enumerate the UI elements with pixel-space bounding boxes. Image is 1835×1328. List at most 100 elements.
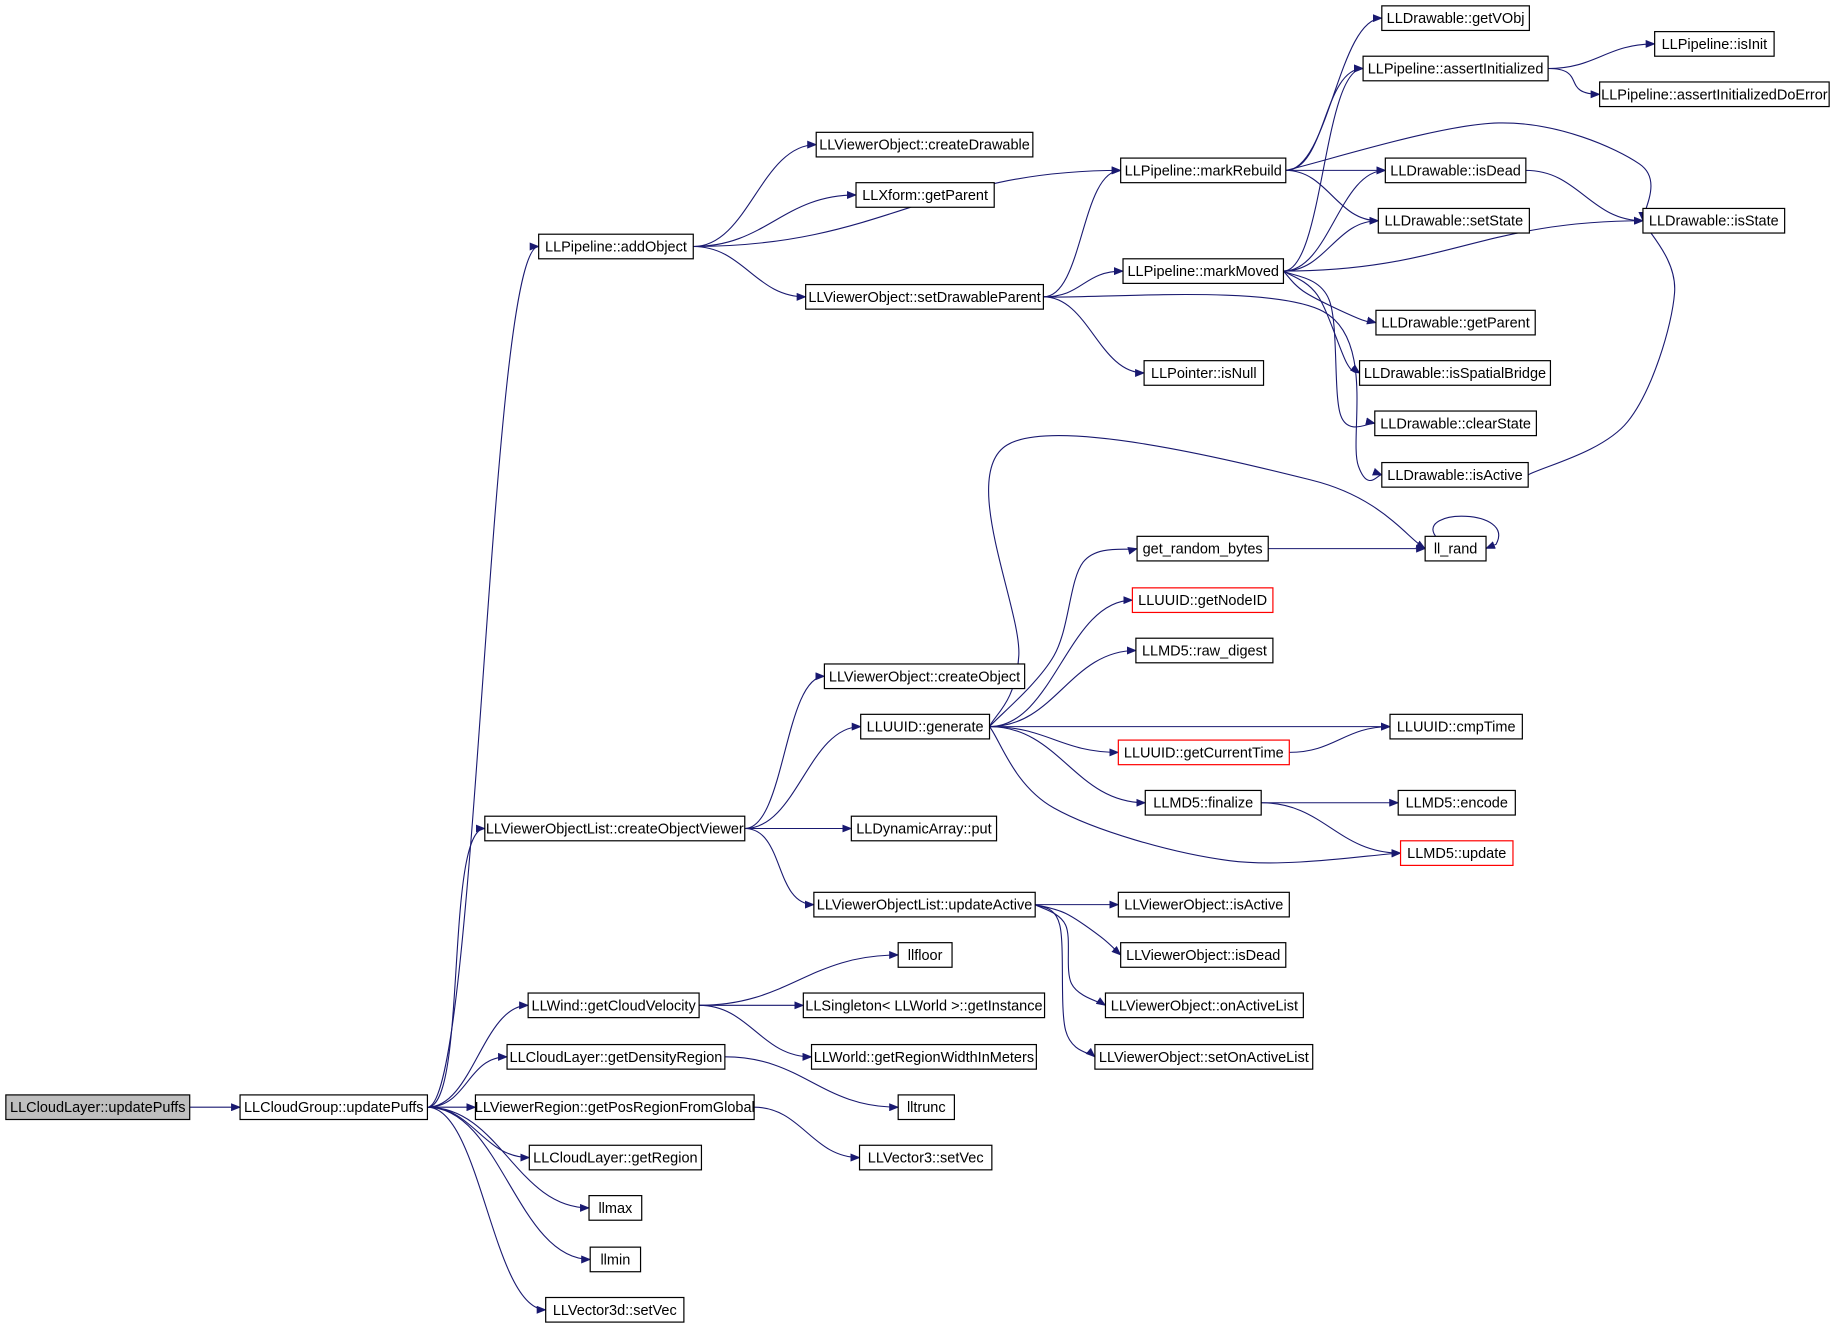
edge-path bbox=[427, 242, 540, 1108]
node-box bbox=[1377, 207, 1530, 234]
node-label: LLDrawable::isState bbox=[1649, 214, 1779, 230]
graph-node[interactable]: LLMD5::finalize bbox=[1144, 789, 1262, 816]
node-label: LLWorld::getRegionWidthInMeters bbox=[814, 1050, 1034, 1066]
edge-path bbox=[1043, 166, 1122, 298]
node-label: LLViewerObject::createDrawable bbox=[819, 138, 1030, 154]
call-edge bbox=[427, 1106, 592, 1264]
graph-node[interactable]: LLPipeline::addObject bbox=[538, 233, 694, 260]
graph-node[interactable]: LLCloudLayer::getRegion bbox=[528, 1144, 703, 1171]
node-label: LLUUID::cmpTime bbox=[1397, 720, 1516, 736]
graph-node[interactable]: llmin bbox=[589, 1246, 642, 1273]
node-label: LLCloudLayer::getDensityRegion bbox=[510, 1050, 723, 1066]
node-box bbox=[545, 1296, 685, 1323]
node-box bbox=[1397, 789, 1516, 816]
graph-node[interactable]: LLMD5::update bbox=[1399, 840, 1514, 866]
graph-node[interactable]: LLDrawable::isSpatialBridge bbox=[1358, 360, 1552, 386]
graph-node[interactable]: ll_rand bbox=[1424, 535, 1487, 562]
call-edge bbox=[989, 546, 1139, 727]
call-edge bbox=[1289, 722, 1392, 753]
call-edge bbox=[427, 1001, 530, 1108]
graph-node[interactable]: LLUUID::cmpTime bbox=[1389, 713, 1523, 740]
graph-node[interactable]: LLWind::getCloudVelocity bbox=[527, 992, 700, 1019]
node-label: LLDrawable::isDead bbox=[1390, 163, 1521, 179]
edge-path bbox=[427, 1052, 509, 1108]
node-box bbox=[589, 1246, 642, 1273]
graph-node[interactable]: LLViewerObject::onActiveList bbox=[1104, 992, 1304, 1019]
graph-node[interactable]: LLViewerObject::createObject bbox=[823, 663, 1026, 690]
graph-node[interactable]: LLViewerObject::isDead bbox=[1120, 942, 1287, 968]
call-edge bbox=[1043, 296, 1146, 377]
edge-path bbox=[427, 1106, 547, 1314]
graph-node[interactable]: llmax bbox=[588, 1195, 643, 1221]
edge-path bbox=[1548, 39, 1656, 70]
graph-node[interactable]: LLPointer::isNull bbox=[1143, 360, 1265, 386]
node-box bbox=[527, 992, 700, 1019]
graph-node[interactable]: LLViewerObjectList::updateActive bbox=[813, 891, 1036, 918]
graph-node[interactable]: LLCloudLayer::getDensityRegion bbox=[506, 1043, 726, 1070]
graph-node[interactable]: LLVector3d::setVec bbox=[545, 1296, 685, 1323]
graph-node[interactable]: LLViewerObject::createDrawable bbox=[815, 131, 1034, 158]
graph-node[interactable]: LLPipeline::isInit bbox=[1654, 31, 1775, 57]
node-label: LLMD5::encode bbox=[1406, 796, 1508, 812]
node-box bbox=[1122, 258, 1285, 284]
edge-path bbox=[724, 1056, 900, 1112]
node-label: llmax bbox=[598, 1201, 633, 1217]
graph-node[interactable]: get_random_bytes bbox=[1136, 535, 1269, 562]
node-box bbox=[538, 233, 694, 260]
graph-node[interactable]: LLDrawable::getParent bbox=[1375, 309, 1536, 336]
graph-node[interactable]: LLCloudGroup::updatePuffs bbox=[239, 1094, 429, 1121]
graph-node[interactable]: LLDrawable::setState bbox=[1377, 207, 1530, 234]
call-edge bbox=[1527, 219, 1676, 476]
call-edge bbox=[427, 1052, 509, 1108]
node-label: LLSingleton< LLWorld >::getInstance bbox=[805, 998, 1042, 1014]
edge-path bbox=[989, 726, 1147, 807]
graph-node[interactable]: LLViewerRegion::getPosRegionFromGlobal bbox=[475, 1094, 755, 1121]
edge-path bbox=[1283, 216, 1380, 272]
graph-node[interactable]: llfloor bbox=[897, 942, 953, 968]
graph-node[interactable]: LLDrawable::isState bbox=[1642, 207, 1786, 234]
call-edge bbox=[1283, 64, 1365, 272]
node-box bbox=[528, 1144, 703, 1171]
graph-node[interactable]: LLViewerObject::isActive bbox=[1117, 891, 1290, 918]
graph-node[interactable]: LLViewerObject::setDrawableParent bbox=[805, 283, 1044, 310]
edge-path bbox=[1289, 722, 1392, 753]
graph-node[interactable]: LLDrawable::clearState bbox=[1374, 410, 1537, 437]
node-box bbox=[1104, 992, 1304, 1019]
graph-node[interactable]: LLMD5::encode bbox=[1397, 789, 1516, 816]
node-label: LLDrawable::getParent bbox=[1381, 316, 1529, 332]
graph-node[interactable]: LLUUID::generate bbox=[860, 713, 991, 740]
edge-path bbox=[1043, 293, 1383, 481]
graph-node[interactable]: LLUUID::getNodeID bbox=[1131, 587, 1274, 614]
node-label: LLUUID::getNodeID bbox=[1138, 593, 1267, 609]
graph-node[interactable]: LLDrawable::isDead bbox=[1384, 157, 1527, 184]
node-box bbox=[858, 1144, 993, 1171]
graph-node[interactable]: LLMD5::raw_digest bbox=[1135, 637, 1274, 664]
graph-node[interactable]: LLCloudLayer::updatePuffs bbox=[5, 1094, 191, 1121]
graph-node[interactable]: LLDynamicArray::put bbox=[850, 815, 998, 842]
node-label: LLViewerObject::isActive bbox=[1124, 898, 1283, 914]
node-box bbox=[1375, 309, 1536, 336]
graph-node[interactable]: lltrunc bbox=[897, 1094, 955, 1121]
graph-node[interactable]: LLPipeline::markMoved bbox=[1122, 258, 1285, 284]
graph-node[interactable]: LLXform::getParent bbox=[855, 182, 995, 208]
graph-node[interactable]: LLUUID::getCurrentTime bbox=[1117, 739, 1290, 766]
graph-node[interactable]: LLPipeline::assertInitializedDoError bbox=[1599, 81, 1830, 108]
node-label: LLVector3d::setVec bbox=[553, 1303, 677, 1319]
node-box bbox=[1131, 587, 1274, 614]
graph-node[interactable]: LLDrawable::getVObj bbox=[1381, 5, 1530, 32]
graph-node[interactable]: LLPipeline::assertInitialized bbox=[1362, 55, 1549, 82]
graph-node[interactable]: LLVector3::setVec bbox=[858, 1144, 993, 1171]
node-label: LLPipeline::addObject bbox=[545, 240, 687, 256]
node-box bbox=[802, 992, 1046, 1019]
graph-node[interactable]: LLDrawable::isActive bbox=[1381, 461, 1529, 488]
graph-node[interactable]: LLViewerObjectList::createObjectViewer bbox=[484, 815, 746, 842]
call-edge bbox=[427, 242, 540, 1108]
call-edge bbox=[1043, 267, 1125, 298]
graph-node[interactable]: LLPipeline::markRebuild bbox=[1120, 157, 1287, 184]
graph-node[interactable]: LLSingleton< LLWorld >::getInstance bbox=[802, 992, 1046, 1019]
node-label: LLViewerObject::onActiveList bbox=[1111, 998, 1298, 1014]
graph-node[interactable]: LLWorld::getRegionWidthInMeters bbox=[810, 1043, 1037, 1070]
call-edge bbox=[1283, 270, 1377, 325]
call-edge bbox=[1283, 216, 1380, 272]
graph-node[interactable]: LLViewerObject::setOnActiveList bbox=[1094, 1043, 1314, 1070]
